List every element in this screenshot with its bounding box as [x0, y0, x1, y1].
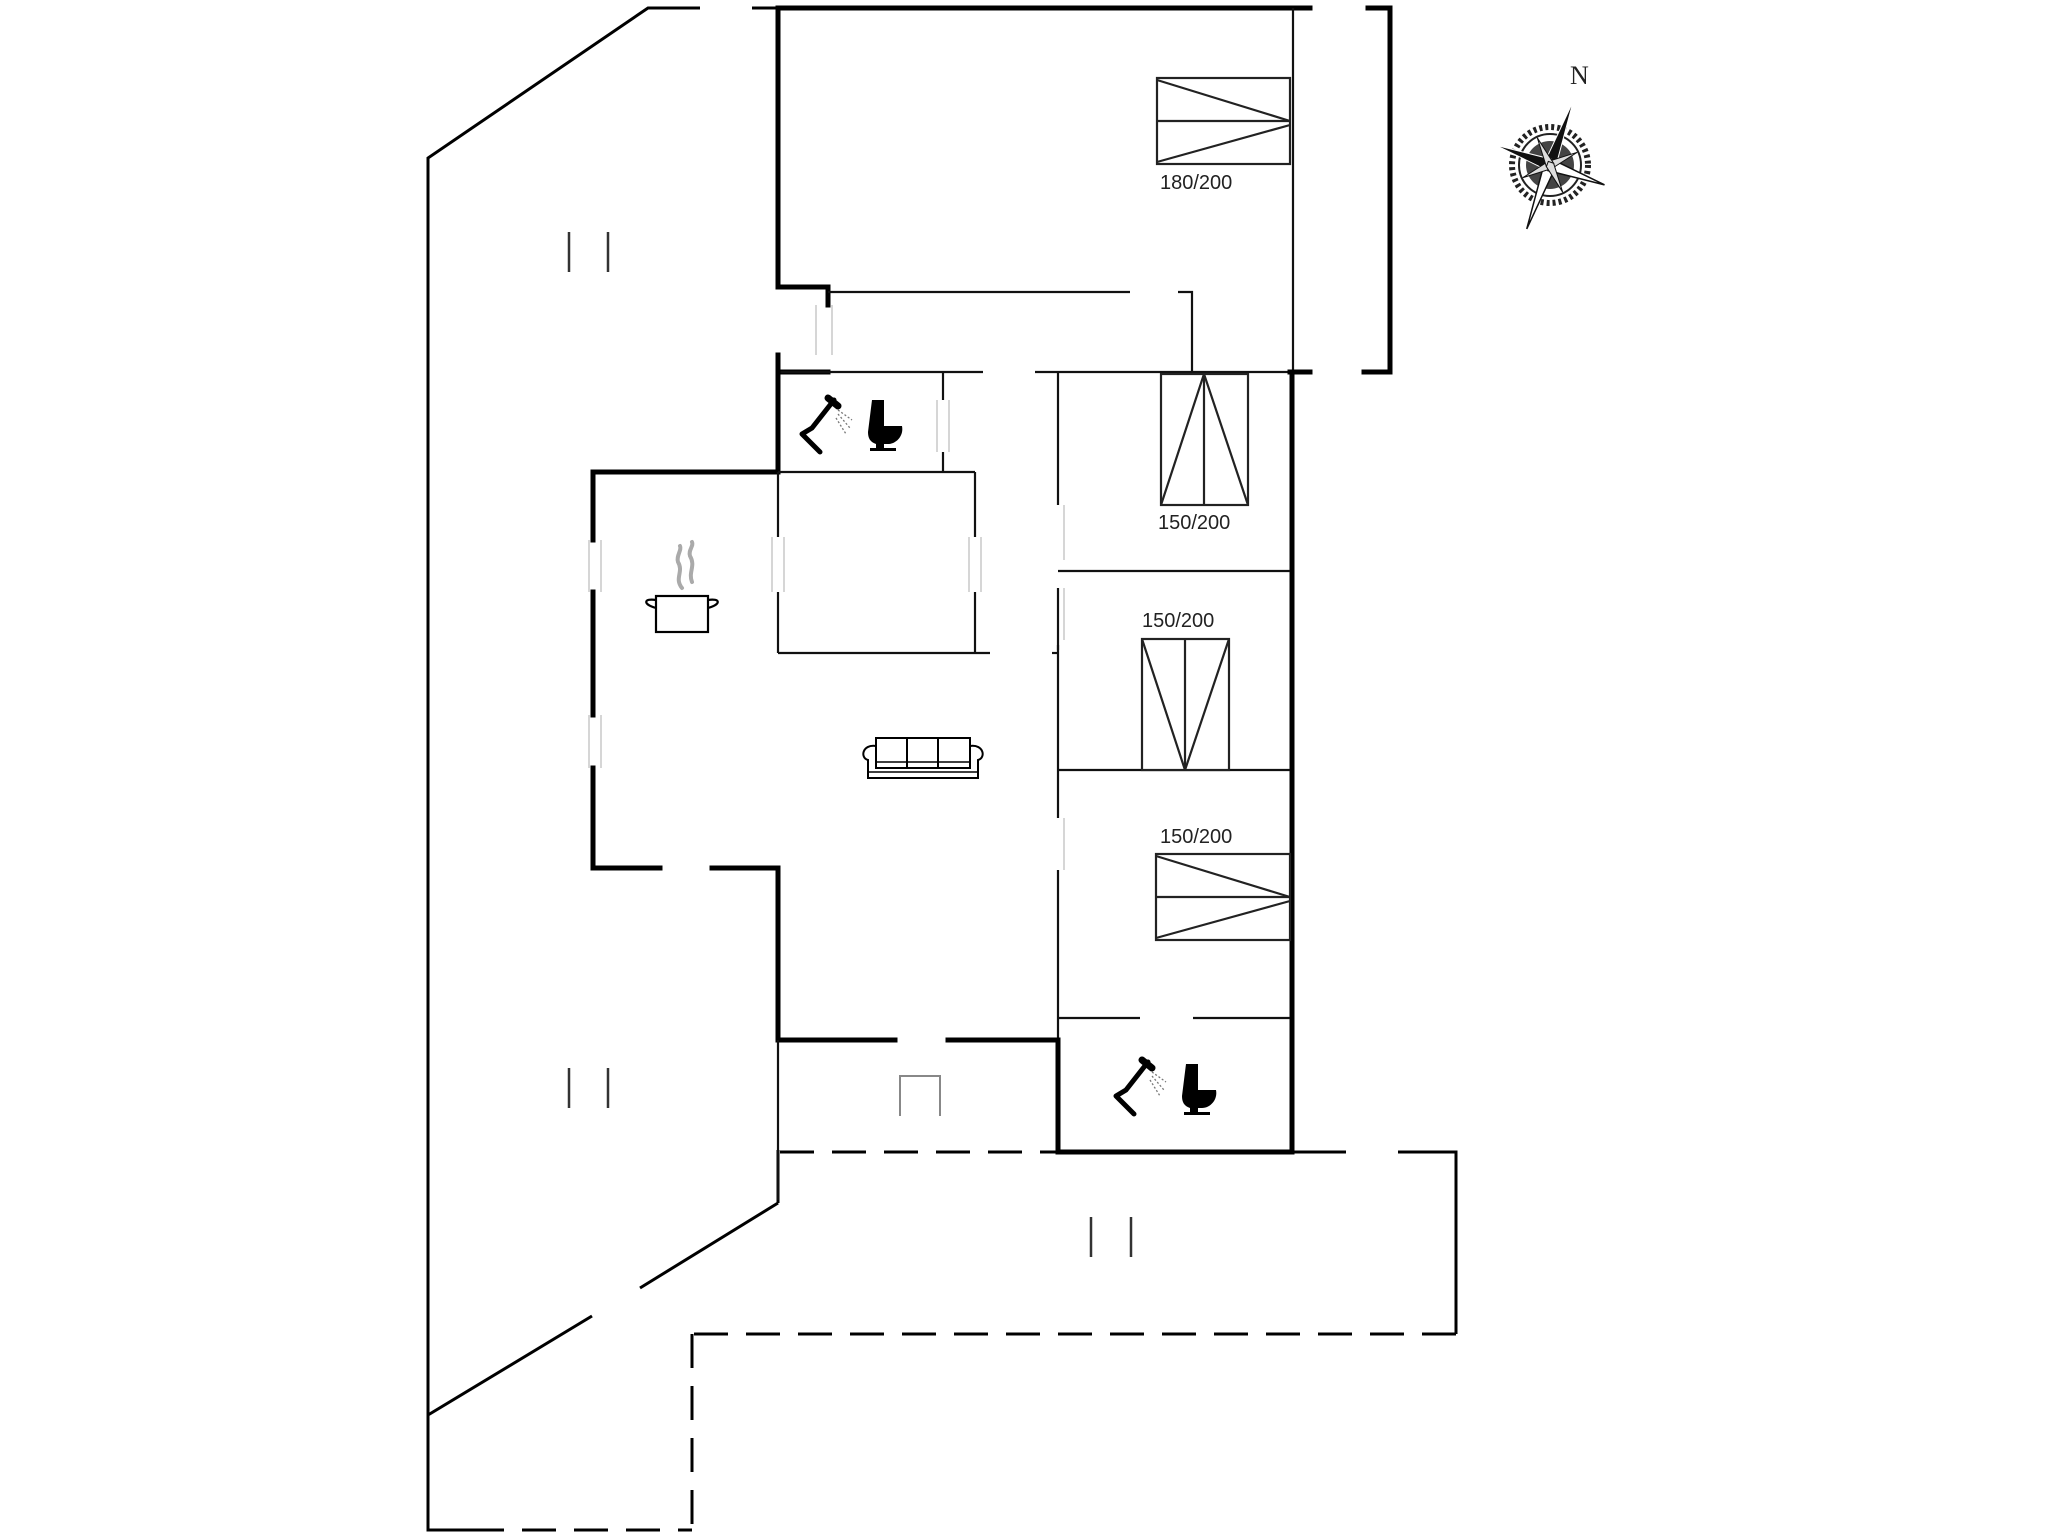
shower-icon — [1113, 1056, 1167, 1117]
bedroom-1-walls — [775, 5, 1393, 375]
bed-150-200-a: 150/200 — [1158, 372, 1250, 534]
hall-box-walls — [771, 470, 990, 655]
bed-size-label: 180/200 — [1160, 172, 1232, 194]
cooking-pot-icon — [645, 540, 719, 634]
terrace-marker — [567, 1068, 610, 1108]
sofa-icon — [862, 737, 984, 779]
kitchen-living-walls — [588, 469, 1061, 1043]
bed-150-200-b: 150/200 — [1140, 610, 1231, 772]
bed-size-label: 150/200 — [1160, 826, 1232, 848]
bed-size-label: 150/200 — [1142, 610, 1214, 632]
bathroom-1-walls — [775, 369, 950, 475]
corridor-walls — [775, 352, 1313, 375]
bedroom-column-walls — [1052, 369, 1295, 1155]
bed-180-200: 180/200 — [1155, 76, 1292, 194]
bed-size-label: 150/200 — [1158, 512, 1230, 534]
compass-rose-icon — [1495, 100, 1605, 230]
terrace-dashed-outline — [470, 1150, 1458, 1532]
terrace-marker — [567, 232, 610, 272]
north-label: N — [1570, 61, 1589, 90]
appliance-icon — [899, 1075, 941, 1116]
bathroom-2-walls — [1055, 1037, 1295, 1155]
toilet-icon — [1182, 1064, 1217, 1115]
site-boundary — [426, 6, 780, 1532]
terrace-marker — [1089, 1217, 1133, 1257]
shower-icon — [799, 394, 853, 455]
toilet-icon — [868, 400, 903, 451]
bed-150-200-c: 150/200 — [1154, 826, 1292, 942]
